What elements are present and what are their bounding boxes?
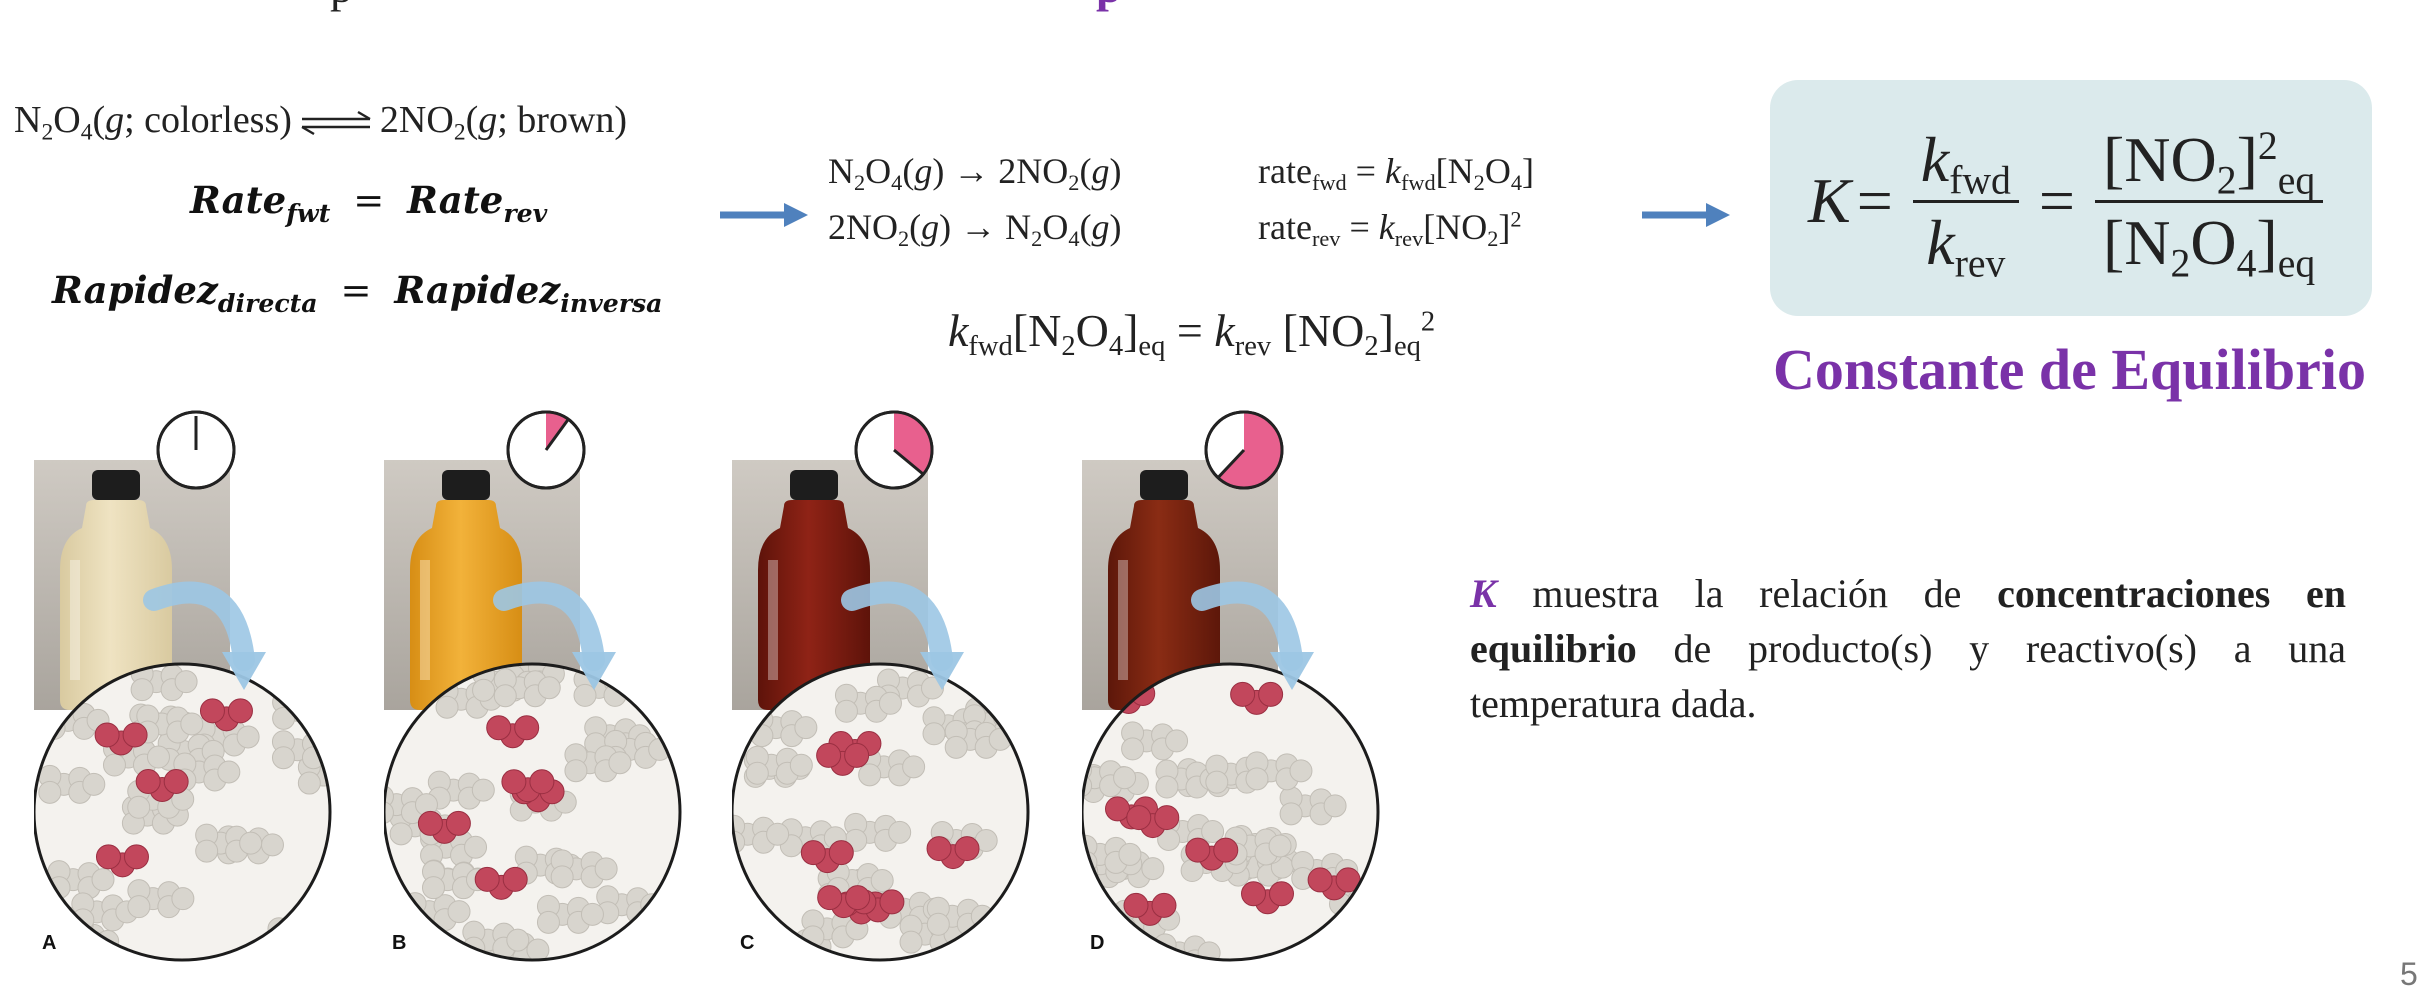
equilibrium-arrow-icon: [301, 111, 371, 136]
bottle-highlight: [420, 560, 430, 680]
bottle-cap: [442, 470, 490, 500]
no2-molecule: [501, 769, 555, 803]
molecule-view: [1082, 662, 1380, 962]
bottle-highlight: [70, 560, 80, 680]
no2-molecule: [1123, 892, 1177, 926]
clock-icon: [1204, 410, 1284, 490]
no2-molecule: [1230, 681, 1284, 715]
equilibrium-constant-title: Constante de Equilibrio: [1773, 337, 2366, 402]
n2o4-molecule: [1245, 751, 1313, 791]
n2o4-molecule: [1279, 786, 1347, 826]
top-text-highlight: p: [1096, 0, 1122, 12]
flask-panel-b: B: [384, 410, 714, 970]
concentration-ratio: [NO2]2eq [N2O4]eq: [2094, 126, 2324, 283]
n2o4-molecule: [1224, 826, 1292, 866]
bottle-highlight: [768, 560, 778, 680]
clock-icon: [506, 410, 586, 490]
zoom-arrow-icon: [841, 581, 964, 690]
top-text-start: p: [330, 0, 353, 12]
bottle: [410, 500, 522, 710]
n2o4-molecule: [38, 764, 106, 804]
zoom-arrow-icon: [1191, 581, 1314, 690]
n2o4-molecule: [745, 745, 813, 785]
n2o4-molecule: [536, 894, 604, 934]
n2o4-molecule: [926, 896, 994, 936]
reverse-rate-law: raterev = krev[NO2]2: [1258, 206, 1522, 252]
n2o4-molecule: [550, 849, 618, 889]
no2-molecule: [199, 698, 253, 732]
right-arrow-icon: [720, 203, 808, 227]
bottle: [60, 500, 172, 710]
n2o4-molecule: [596, 885, 664, 925]
bottle-cap: [1140, 470, 1188, 500]
bottle-highlight: [1118, 560, 1128, 680]
forward-reaction: N2O4(g) → 2NO2(g): [828, 151, 1122, 196]
clock-elapsed-wedge: [1217, 412, 1282, 488]
n2o4-molecule: [421, 860, 489, 900]
rate-equation-spanish: Rapidezdirecta = Rapidezinversa: [52, 268, 663, 318]
panel-label: B: [392, 932, 407, 954]
clock-elapsed-wedge: [894, 412, 932, 475]
no2-molecule: [926, 836, 980, 870]
bottle: [758, 500, 870, 710]
no2-molecule: [94, 722, 148, 756]
no2-molecule: [135, 769, 189, 803]
n2o4-molecule: [384, 785, 438, 825]
flask-panel-c: C: [732, 410, 1062, 970]
page-number: 5: [2400, 956, 2418, 992]
reverse-reaction: 2NO2(g) → N2O4(g): [828, 207, 1122, 252]
no2-molecule: [816, 742, 870, 776]
panel-label: A: [42, 932, 57, 954]
n2o4-molecule: [130, 664, 198, 702]
flask-panel-d: D: [1082, 410, 1412, 970]
reaction-equation: N2O4(g; colorless) 2NO2(g; brown): [14, 99, 628, 146]
no2-molecule: [1126, 805, 1180, 839]
n2o4-molecule: [195, 823, 263, 863]
clock-icon: [156, 410, 236, 490]
n2o4-molecule: [944, 719, 1012, 759]
forward-rate-law: ratefwd = kfwd[N2O4]: [1258, 151, 1534, 196]
no2-molecule: [1185, 837, 1239, 871]
molecule-view: [732, 662, 1030, 962]
no2-molecule: [474, 866, 528, 900]
equilibrium-constant-formula: K = kfwd krev = [NO2]2eq [N2O4]eq: [1808, 96, 2337, 306]
n2o4-molecule: [427, 770, 495, 810]
n2o4-molecule: [988, 664, 1028, 702]
n2o4-molecule: [272, 690, 330, 730]
panel-label: D: [1090, 932, 1105, 954]
bottle-cap: [92, 470, 140, 500]
n2o4-molecule: [834, 683, 902, 723]
equilibrium-rate-equality: kfwd[N2O4]eq = krev [NO2]eq2: [948, 305, 1436, 363]
no2-molecule: [1241, 881, 1295, 915]
molecule-view: [34, 662, 332, 962]
no2-molecule: [486, 715, 540, 749]
no2-molecule: [417, 810, 471, 844]
zoom-arrow-icon: [493, 581, 616, 690]
forward-reaction-row: N2O4(g) → 2NO2(g) ratefwd = kfwd[N2O4]: [828, 143, 1534, 199]
zoom-arrow-icon: [143, 581, 266, 690]
n2o4-molecule: [801, 909, 869, 949]
bottle-cap: [790, 470, 838, 500]
rate-equation-english: Ratefwt = Raterev: [190, 178, 548, 228]
bottle: [1108, 500, 1220, 710]
rate-constant-ratio: kfwd krev: [1912, 126, 2019, 283]
no2-molecule: [817, 885, 871, 919]
panel-label: C: [740, 932, 755, 954]
n2o4-molecule: [564, 743, 632, 783]
reverse-reaction-row: 2NO2(g) → N2O4(g) raterev = krev[NO2]2: [828, 199, 1534, 255]
flask-panel-a: A: [34, 410, 364, 970]
right-arrow-icon: [1642, 203, 1730, 227]
n2o4-molecule: [493, 668, 561, 708]
no2-molecule: [95, 844, 149, 878]
top-cutoff-text: p p: [330, 0, 1122, 13]
clock-icon: [854, 410, 934, 490]
k-description: K muestra la relación de concentraciones…: [1470, 571, 2346, 726]
no2-molecule: [800, 840, 854, 874]
equilibrium-constant-box: [1770, 80, 2372, 316]
n2o4-molecule: [1121, 721, 1189, 761]
n2o4-molecule: [1320, 664, 1378, 697]
n2o4-molecule: [271, 730, 330, 770]
n2o4-molecule: [127, 879, 195, 919]
rate-laws: N2O4(g) → 2NO2(g) ratefwd = kfwd[N2O4] 2…: [828, 143, 1534, 255]
